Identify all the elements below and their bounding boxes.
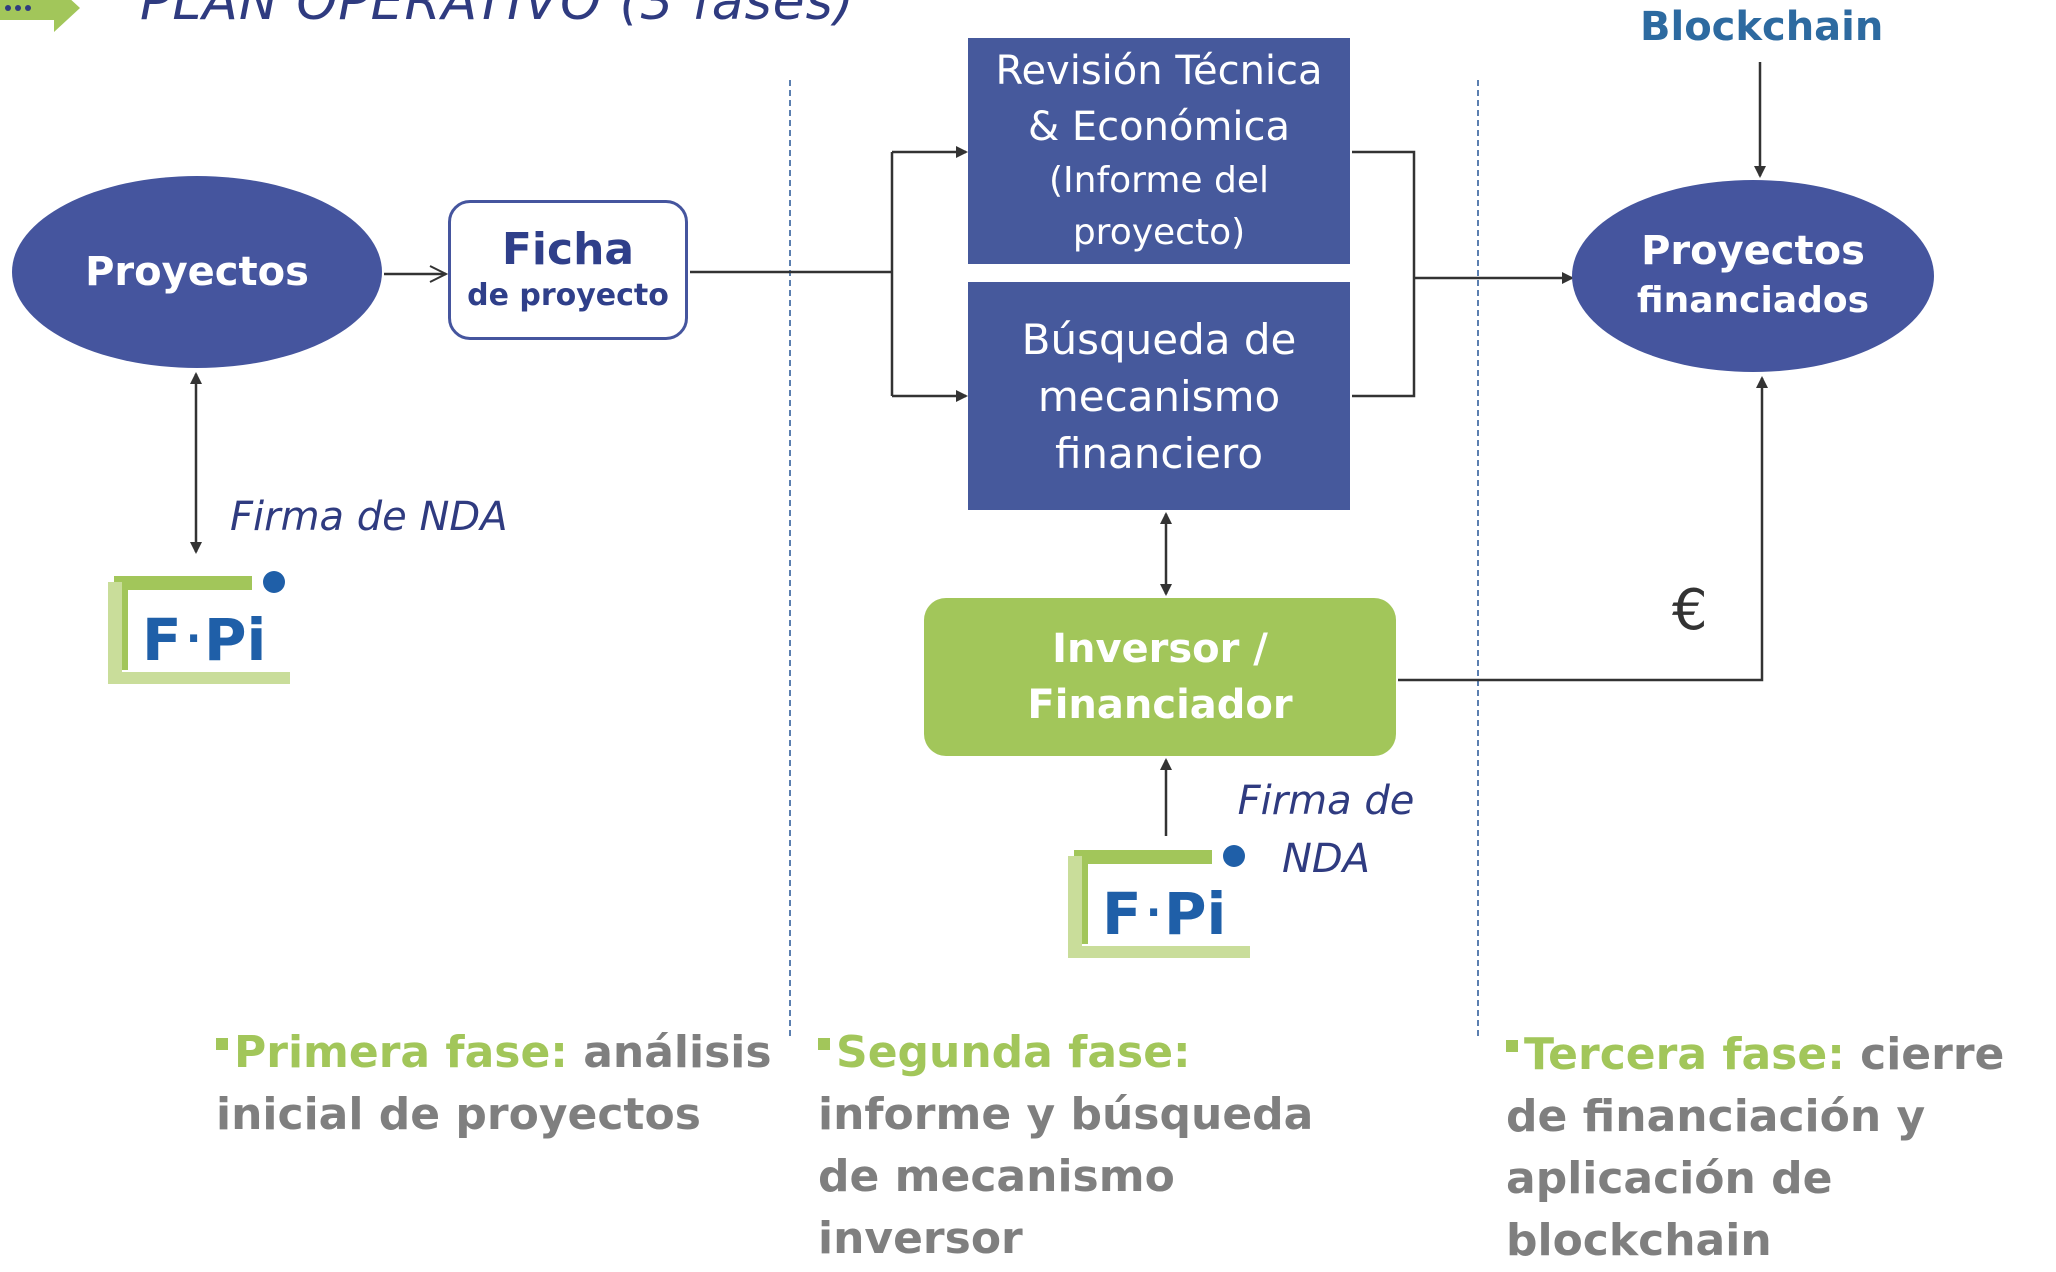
page-title: PLAN OPERATIVO (3 fases)	[140, 0, 856, 32]
financiados-line-1: Proyectos	[1641, 228, 1865, 274]
fpi-logo-icon: F · Pi	[108, 571, 290, 684]
financiados-node: Proyectos financiados	[1572, 180, 1934, 372]
nda-note-2-line-2: NDA	[1281, 836, 1371, 882]
financiados-line-2: financiados	[1636, 280, 1870, 321]
revision-line-4: proyecto)	[1072, 212, 1246, 253]
revision-line-2: & Económica	[1027, 104, 1291, 150]
nda-note-2: Firma de NDA	[1226, 772, 1426, 888]
nda-note-1: Firma de NDA	[230, 494, 508, 540]
revision-line-1: Revisión Técnica	[995, 48, 1323, 94]
phase-2-text: Segunda fase: informe y búsqueda de meca…	[818, 1022, 1378, 1270]
ficha-node: Ficha de proyecto	[448, 200, 688, 340]
inversor-line-2: Financiador	[1027, 682, 1293, 728]
fpi-letters-pi: Pi	[1164, 880, 1226, 948]
proyectos-node: Proyectos	[12, 176, 382, 368]
phase-3-lead: Tercera fase:	[1524, 1029, 1845, 1080]
ficha-subtitle: de proyecto	[467, 278, 669, 313]
busqueda-line-2: mecanismo	[1037, 371, 1281, 421]
proyectos-label: Proyectos	[85, 249, 309, 295]
blockchain-label: Blockchain	[1640, 4, 1884, 50]
phase-2-lead: Segunda fase:	[836, 1027, 1191, 1078]
bullet-icon	[1506, 1040, 1518, 1052]
phase-2-rest: informe y búsqueda de mecanismo inversor	[818, 1089, 1314, 1264]
inversor-node: Inversor / Financiador	[924, 598, 1396, 756]
line-revision-merge	[1352, 150, 1416, 398]
arrow-logo-icon	[0, 0, 80, 32]
phase-3-text: Tercera fase: cierre de financiación y a…	[1506, 1024, 2054, 1272]
bullet-icon	[818, 1038, 830, 1050]
revision-line-3: (Informe del	[1048, 160, 1269, 201]
phase-1-text: Primera fase: análisis inicial de proyec…	[216, 1022, 776, 1146]
busqueda-node: Búsqueda de mecanismo financiero	[968, 282, 1350, 510]
nda-note-2-line-1: Firma de	[1237, 778, 1415, 824]
fpi-letter-f: F	[142, 606, 182, 674]
fpi-dot: ·	[186, 616, 201, 662]
inversor-line-1: Inversor /	[1052, 626, 1268, 672]
busqueda-line-1: Búsqueda de	[1021, 314, 1297, 364]
phase-1-lead: Primera fase:	[234, 1027, 568, 1078]
bullet-icon	[216, 1038, 228, 1050]
phase-1-rest: análisis inicial de proyectos	[216, 1027, 772, 1140]
euro-symbol: €	[1672, 578, 1708, 643]
fpi-letters-pi: Pi	[204, 606, 266, 674]
ficha-title: Ficha	[501, 224, 635, 275]
fpi-logo-icon: F · Pi	[1068, 845, 1250, 958]
busqueda-line-3: financiero	[1054, 428, 1264, 478]
connector-lines	[190, 62, 1768, 1036]
revision-node: Revisión Técnica & Económica (Informe de…	[968, 38, 1350, 264]
fpi-letter-f: F	[1102, 880, 1142, 948]
fpi-dot: ·	[1146, 890, 1161, 936]
arrow-inversor-financiados	[1398, 376, 1768, 682]
